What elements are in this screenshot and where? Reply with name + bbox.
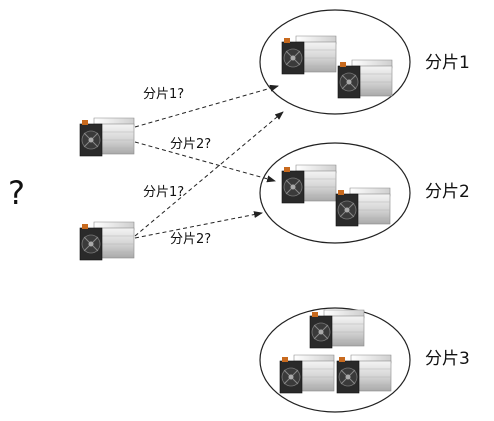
shard-3-label: 分片3 (425, 349, 470, 369)
shard-3-ellipse (259, 307, 411, 413)
shard-2-miner-icon (335, 187, 391, 227)
shard-2-miner-icon (281, 164, 337, 204)
shard-1-ellipse (259, 9, 411, 115)
arrow-top-to-shard-1 (134, 84, 279, 128)
question-mark: ? (8, 174, 25, 212)
arrow-label: 分片1? (143, 87, 184, 102)
shard-1-miner-icon (281, 35, 337, 75)
shard-2-label: 分片2 (425, 182, 470, 202)
shard-3-miner-icon (336, 354, 392, 394)
shard-3-miner-icon (279, 354, 335, 394)
outside-miner-top-icon (79, 117, 135, 157)
arrow-top-to-shard-2 (134, 141, 276, 183)
shard-3-miner-icon (309, 309, 365, 349)
arrow-bottom-to-shard-1 (134, 111, 284, 237)
arrow-label: 分片2? (170, 232, 211, 247)
shard-2-ellipse (259, 142, 411, 244)
outside-miner-bottom-icon (79, 221, 135, 261)
shard-1-miner-icon (337, 59, 393, 99)
shard-1-label: 分片1 (425, 53, 470, 73)
arrow-label: 分片2? (170, 137, 211, 152)
arrow-label: 分片1? (143, 185, 184, 200)
arrow-bottom-to-shard-2 (134, 211, 263, 239)
